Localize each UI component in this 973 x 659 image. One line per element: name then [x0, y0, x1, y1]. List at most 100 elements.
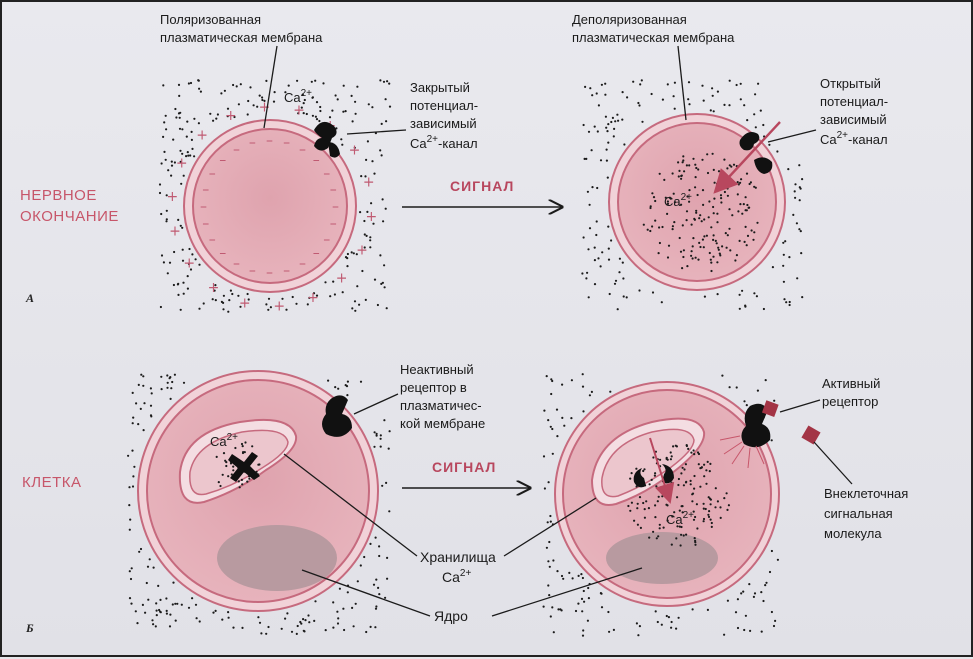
- plus-sign: +: [183, 255, 195, 271]
- depolarized-label-2: плазматическая мембрана: [572, 30, 735, 45]
- depolarized-label-1: Деполяризованная: [572, 12, 687, 27]
- closed-channel-label-2: потенциал-: [410, 98, 478, 113]
- panel-label-b: Б: [25, 621, 34, 635]
- extracellular-leader: [813, 441, 853, 485]
- inactive-receptor-label-3: плазматичес-: [400, 398, 482, 413]
- signal-label-bottom: СИГНАЛ: [432, 459, 496, 475]
- stores-label: Хранилища: [420, 549, 496, 565]
- bound-ligand-icon: [761, 400, 779, 417]
- stores-leader-left: [283, 453, 418, 557]
- ca-label-released: Ca2+: [666, 510, 694, 527]
- open-channel-icon: [739, 132, 773, 174]
- plus-sign: +: [239, 295, 251, 311]
- minus-sign: –: [233, 142, 240, 158]
- plus-sign: +: [356, 242, 368, 258]
- plus-sign: +: [225, 108, 237, 124]
- closed-channel-label-1: Закрытый: [410, 80, 470, 95]
- open-channel-leader: [767, 129, 817, 143]
- extracellular-label-2: сигнальная: [824, 506, 893, 521]
- closed-channel-label-3: зависимый: [410, 116, 477, 131]
- plus-sign: +: [169, 224, 181, 240]
- plus-sign: +: [349, 143, 361, 159]
- plus-sign: +: [259, 99, 271, 115]
- stores-leader-right: [503, 497, 597, 557]
- minus-sign: –: [249, 263, 256, 279]
- minus-sign: –: [283, 135, 290, 151]
- inactive-receptor-icon: [322, 395, 352, 437]
- active-receptor-icon: [719, 403, 771, 469]
- ca-label-inside-a: Ca2+: [664, 192, 692, 209]
- minus-sign: –: [219, 246, 226, 262]
- open-channel-label-4: Ca2+-канал: [820, 130, 888, 147]
- extracellular-label-3: молекула: [824, 526, 882, 541]
- nucleus-right: [606, 532, 718, 584]
- minus-sign: –: [313, 152, 320, 168]
- minus-sign: –: [266, 265, 273, 281]
- nucleus-label: Ядро: [434, 608, 468, 624]
- nerve-ending-label-2: ОКОНЧАНИЕ: [20, 208, 119, 225]
- minus-sign: –: [209, 232, 216, 248]
- polarized-leader: [263, 45, 278, 129]
- ca-label-top: Ca2+: [284, 88, 312, 105]
- minus-sign: –: [330, 182, 337, 198]
- ca-release-arrow: [649, 437, 675, 504]
- plus-sign: +: [307, 290, 319, 306]
- nucleus-left: [217, 525, 337, 591]
- depolarized-leader: [677, 45, 687, 121]
- closed-channel-leader: [346, 129, 407, 135]
- cell-label: КЛЕТКА: [22, 474, 82, 491]
- minus-sign: –: [330, 216, 337, 232]
- store-channel-open-icon: [633, 464, 674, 488]
- minus-sign: –: [209, 166, 216, 182]
- plus-sign: +: [336, 271, 348, 287]
- minus-sign: –: [299, 142, 306, 158]
- minus-sign: –: [323, 232, 330, 248]
- membrane-minus-signs: ––––––––––––––––––––––––: [200, 133, 339, 281]
- inactive-receptor-leader: [353, 393, 399, 415]
- plus-sign: +: [208, 280, 220, 296]
- active-receptor-leader: [779, 399, 821, 413]
- signal-label-top: СИГНАЛ: [450, 178, 514, 194]
- nerve-ending-label-1: НЕРВНОЕ: [20, 187, 97, 204]
- closed-channel-label-4: Ca2+-канал: [410, 134, 478, 151]
- minus-sign: –: [299, 256, 306, 272]
- stores-ca-label: Ca2+: [442, 568, 471, 585]
- depolarized-cell: [608, 113, 786, 291]
- minus-sign: –: [283, 263, 290, 279]
- minus-sign: –: [233, 256, 240, 272]
- inactive-cell: [137, 370, 379, 612]
- panel-label-a: А: [25, 291, 34, 305]
- inactive-receptor-label-2: рецептор в: [400, 380, 467, 395]
- inactive-receptor-label-1: Неактивный: [400, 362, 474, 377]
- plus-sign: +: [196, 127, 208, 143]
- active-receptor-label-2: рецептор: [822, 394, 878, 409]
- open-channel-label-1: Открытый: [820, 76, 881, 91]
- minus-sign: –: [249, 135, 256, 151]
- nucleus-leader-right: [491, 567, 643, 617]
- plus-sign: +: [273, 299, 285, 315]
- minus-sign: –: [219, 152, 226, 168]
- minus-sign: –: [313, 246, 320, 262]
- plus-sign: +: [363, 174, 375, 190]
- inactive-receptor-label-4: кой мембране: [400, 416, 485, 431]
- active-receptor-label-1: Активный: [822, 376, 880, 391]
- minus-sign: –: [200, 199, 207, 215]
- polarized-cell: –––––––––––––––––––––––– +++++++++++++++…: [167, 99, 378, 314]
- polarized-label-2: плазматическая мембрана: [160, 30, 323, 45]
- plus-sign: +: [167, 189, 179, 205]
- ca-influx-arrow: [713, 121, 781, 194]
- minus-sign: –: [323, 166, 330, 182]
- minus-sign: –: [332, 199, 339, 215]
- plus-sign: +: [293, 103, 305, 119]
- open-channel-label-2: потенциал-: [820, 94, 888, 109]
- polarized-label-1: Поляризованная: [160, 12, 261, 27]
- ca-label-store: Ca2+: [210, 432, 238, 449]
- plus-sign: +: [176, 156, 188, 172]
- minus-sign: –: [202, 216, 209, 232]
- extracellular-dots: [127, 79, 804, 637]
- nucleus-leader-left: [301, 569, 431, 617]
- plus-sign: +: [366, 209, 378, 225]
- extracellular-label-1: Внеклеточная: [824, 486, 908, 501]
- minus-sign: –: [266, 133, 273, 149]
